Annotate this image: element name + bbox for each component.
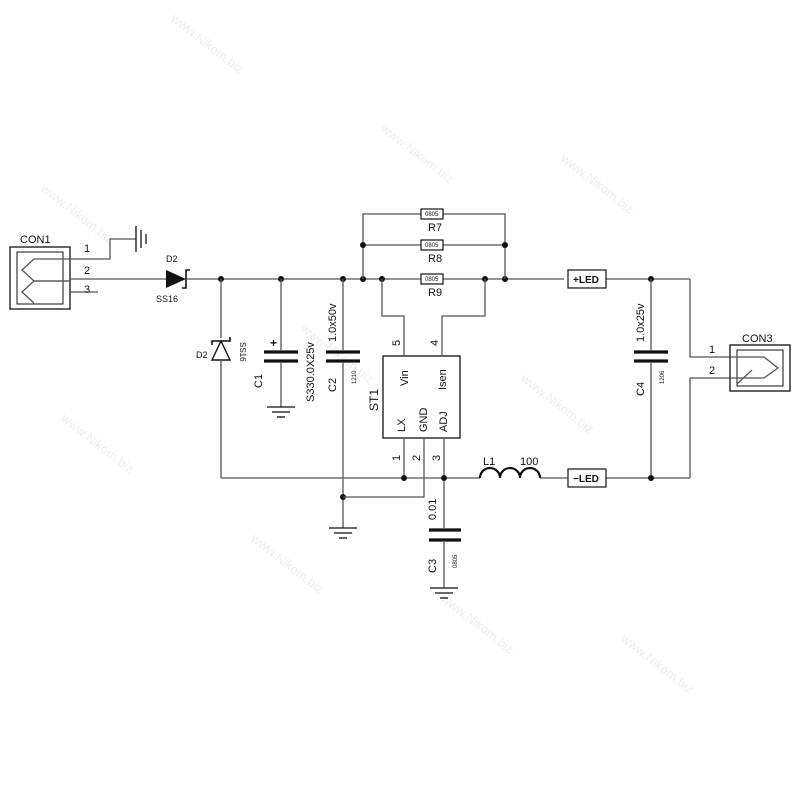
diode-series-value: SS16	[156, 294, 178, 304]
ic-pin-adj: ADJ	[438, 411, 450, 432]
con3-contact	[730, 356, 780, 379]
c1-value: S330.0X25v	[305, 342, 317, 402]
r9-package: 0805	[425, 277, 439, 283]
wire	[70, 238, 136, 260]
l1-ref: L1	[483, 456, 495, 468]
watermark-layer: www.Nikom.biz www.Nikom.biz www.Nikom.bi…	[37, 10, 696, 697]
net-label-plus-led: +LED	[567, 269, 607, 289]
r7-package: 0805	[425, 212, 439, 218]
con3-body	[729, 344, 791, 392]
con1-pin-number: 3	[84, 284, 90, 296]
inductor-coil	[478, 466, 542, 479]
capacitor-c1: + C1 S330.0X25v	[253, 279, 317, 418]
con1-contact	[21, 280, 70, 304]
diode-shunt: D2 SS16	[196, 279, 247, 478]
watermark: www.Nikom.biz	[377, 120, 456, 187]
ic-pin-number: 4	[429, 340, 441, 346]
diode-series-ref: D2	[166, 254, 178, 264]
diode-symbol	[210, 339, 232, 361]
inductor-l1: L1 100	[478, 456, 542, 479]
connector-con3: CON3 1 2	[709, 333, 791, 392]
c1-polarity: +	[270, 336, 277, 350]
watermark: www.Nikom.biz	[247, 530, 326, 597]
chassis-ground-con1	[70, 226, 147, 260]
c2-package: 1210	[352, 370, 358, 384]
junction	[401, 475, 407, 481]
c3-ref: C3	[427, 559, 439, 573]
diode-shunt-value: SS16	[238, 342, 247, 362]
wire	[441, 279, 486, 356]
c4-value: 1.0x25v	[635, 303, 647, 342]
ic-pin-lx: LX	[396, 418, 408, 432]
resistor-r7: 0805 R7	[420, 208, 444, 234]
ic-st1: ST1 5 4 Vin Isen LX GND ADJ 1 2 3	[367, 279, 486, 461]
con3-pin-number: 1	[709, 344, 715, 356]
junction	[360, 242, 366, 248]
r7-ref: R7	[428, 222, 442, 234]
con3-contact	[736, 369, 753, 385]
resistor-body	[420, 239, 444, 251]
c3-value: 0.01	[427, 499, 439, 520]
net-label-box	[567, 468, 607, 488]
junction	[648, 475, 654, 481]
connector-con1: CON1 1 2 3	[9, 234, 90, 310]
junction	[441, 475, 447, 481]
c4-package: 1206	[660, 370, 666, 384]
con3-inner	[736, 349, 784, 387]
con1-body	[9, 246, 71, 310]
junction	[502, 242, 508, 248]
watermark: www.Nikom.biz	[57, 410, 136, 477]
l1-value: 100	[520, 456, 538, 468]
net-label-text: −LED	[573, 474, 599, 485]
ic-pin-number: 5	[391, 340, 403, 346]
wire	[689, 279, 730, 358]
ic-pin-number: 3	[431, 455, 443, 461]
diode-shunt-ref: D2	[196, 350, 208, 360]
c3-package: 0805	[453, 554, 459, 568]
r8-package: 0805	[425, 243, 439, 249]
wire	[381, 279, 405, 356]
ic-ref: ST1	[367, 389, 381, 411]
ic-pin-number: 2	[411, 455, 423, 461]
con1-label: CON1	[20, 234, 51, 246]
diode-symbol	[166, 270, 186, 288]
c2-ref: C2	[327, 378, 339, 392]
diode-cathode	[211, 337, 231, 345]
resistor-r8: 0805 R8	[420, 239, 444, 265]
c2-value: 1.0x50v	[327, 303, 339, 342]
con1-pin-number: 2	[84, 265, 90, 277]
wire	[689, 377, 730, 478]
capacitor-c2: C2 1.0x50v 1210	[326, 279, 360, 539]
ic-body	[382, 355, 461, 439]
watermark: www.Nikom.biz	[437, 590, 516, 657]
watermark: www.Nikom.biz	[617, 630, 696, 697]
con3-pin-number: 2	[709, 365, 715, 377]
watermark: www.Nikom.biz	[557, 150, 636, 217]
c4-ref: C4	[635, 382, 647, 396]
watermark: www.Nikom.biz	[517, 370, 596, 437]
con1-inner	[16, 251, 64, 305]
capacitor-c3: 0.01 C3 0805	[427, 499, 461, 599]
con3-label: CON3	[742, 333, 773, 345]
ic-pin-number: 1	[391, 455, 403, 461]
watermark: www.Nikom.biz	[167, 10, 246, 77]
net-label-box	[567, 269, 607, 289]
ic-pin-gnd: GND	[418, 408, 430, 433]
ic-pin-isen: Isen	[437, 369, 449, 390]
resistor-bank: 0805 R7 0805 R8 0805 R9	[360, 208, 508, 299]
resistor-body	[420, 208, 444, 220]
ic-pin-vin: Vin	[399, 370, 411, 386]
resistor-r9: 0805 R9	[420, 273, 444, 299]
c1-ref: C1	[253, 374, 265, 388]
net-label-text: +LED	[573, 275, 599, 286]
net-label-minus-led: −LED	[567, 468, 607, 488]
wire	[343, 438, 425, 498]
r9-ref: R9	[428, 287, 442, 299]
resistor-body	[420, 273, 444, 285]
capacitor-c4: 1.0x25v C4 1206	[634, 279, 668, 481]
r8-ref: R8	[428, 253, 442, 265]
con1-pin-number: 1	[84, 243, 90, 255]
